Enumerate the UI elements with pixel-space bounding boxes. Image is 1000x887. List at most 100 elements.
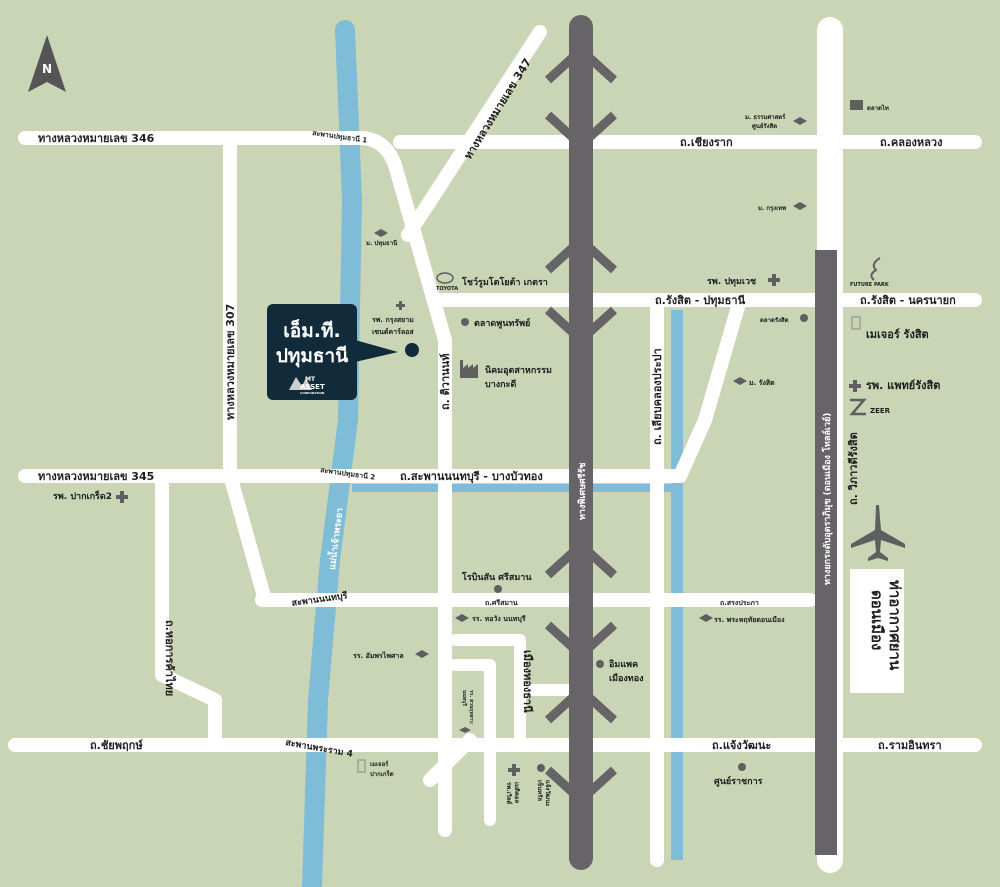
label-future-park: FUTURE PARK: [850, 282, 890, 288]
label-impact-1: อิมแพค: [608, 659, 638, 670]
label-central-2: แจ้งวัฒนะ: [544, 780, 552, 806]
label-central-1: เซ็นทรัล: [536, 780, 545, 801]
label-school-small-1: รร. สวนกุหลาบ: [468, 690, 474, 724]
poi-dot-icon: [738, 763, 746, 771]
project-location-marker: [405, 343, 419, 357]
label-pathum-univ: ม. ปทุมธานี: [366, 239, 398, 247]
market-icon: [850, 100, 863, 110]
zeer-logo-icon: [849, 398, 867, 416]
project-name-line2: ปทุมธานี: [276, 345, 348, 368]
label-toyota: โชว์รูมโตโยต้า เกตรา: [461, 276, 548, 288]
label-government: ศูนย์ราชการ: [714, 775, 763, 787]
poi-dot-icon: [800, 314, 808, 322]
graduation-cap-icon: [793, 202, 807, 210]
label-rangsit-univ: ม. รังสิต: [749, 379, 775, 387]
label-tiwanon: ถ. ติวานนท์: [439, 354, 452, 410]
label-poonsap-market: ตลาดพูนทรัพย์: [474, 317, 530, 329]
label-chiang-rak: ถ.เชียงราก: [680, 136, 733, 149]
logo-text-3: CORPORATION: [300, 391, 325, 395]
label-horwang: รร. หอวัง นนทบุรี: [472, 615, 526, 623]
label-hwy346: ทางหลวงหมายเลข 346: [38, 132, 155, 145]
label-bangkok-univ: ม. กรุงเทพ: [758, 205, 786, 212]
hospital-cross-icon: [849, 380, 861, 392]
major-cineplex-icon: [357, 759, 366, 773]
label-khlong-luang: ถ.คลองหลวง: [880, 136, 942, 149]
label-kasem-hospital-2: เซนต์คาร์ลอส: [372, 327, 414, 336]
airport-label-box: ท่าอากาศยาน ดอนเมือง: [850, 569, 904, 693]
expressways: [544, 15, 837, 870]
expressway-tollway: [815, 250, 837, 855]
graduation-cap-icon: [455, 614, 469, 622]
label-srirat-expressway: ทางพิเศษศรีรัช: [577, 462, 588, 520]
label-hwy307: ทางหลวงหมายเลข 307: [224, 304, 237, 420]
label-amporn: รร. อัมพรไพศาล: [353, 651, 404, 660]
roads: [8, 17, 982, 873]
graduation-cap-icon: [733, 377, 747, 385]
places: ม. ปทุมธานี รพ. กรุงสยาม เซนต์คาร์ลอส TO…: [53, 100, 940, 806]
road-hwy347: [401, 25, 547, 242]
label-songprapa: ถ.สรงประภา: [720, 599, 759, 607]
label-tollway: ทางยกระดับอุตราภิมุข (ดอนเมือง โทลล์เวย์…: [821, 413, 833, 585]
label-liab-khlong-prapa: ถ. เลียบคลองประปา: [651, 348, 664, 445]
road-hwy345: [18, 293, 747, 483]
label-vibhavadi: ถ. วิภาวดีรังสิต: [847, 432, 860, 505]
label-rangsit-nakhonnayok: ถ.รังสิต - นครนายก: [860, 294, 956, 307]
road-muangthong: [449, 634, 526, 751]
label-airport-1: ท่าอากาศยาน: [886, 580, 904, 671]
label-thammasat-1: ม. ธรรมศาสตร์: [745, 113, 786, 121]
label-pakkret-hospital: รพ. ปากเกร็ด2: [53, 489, 112, 502]
project-name-line1: เอ็ม.ที.: [283, 318, 340, 342]
label-school-small-2: นนทบุรี: [461, 690, 468, 706]
major-cineplex-icon: [851, 316, 861, 330]
label-kasem-hospital: รพ. กรุงสยาม: [372, 316, 414, 324]
future-park-logo-icon: [870, 257, 881, 281]
graduation-cap-icon: [459, 727, 471, 733]
hospital-cross-icon: [396, 301, 405, 310]
label-nonthaburi-bangbuathong: ถ.สะพานนนทบุรี - บางบัวทอง: [400, 470, 543, 484]
poi-dot-icon: [596, 660, 604, 668]
graduation-cap-icon: [374, 229, 388, 237]
label-muangthong: เมืองทองธานี: [521, 650, 534, 713]
label-hospital-bottom-2: เมดิคอล: [513, 782, 521, 804]
label-industrial-1: นิคมอุตสาหกรรม: [485, 365, 552, 376]
label-talad-thai: ตลาดไท: [867, 104, 889, 112]
label-airport-2: ดอนเมือง: [868, 590, 886, 650]
label-phrathai: รร. พระหฤทัยดอนเมือง: [714, 616, 785, 624]
label-major-pakkret-2: ปากเกร็ด: [370, 769, 394, 778]
label-hwy345: ทางหลวงหมายเลข 345: [38, 470, 154, 483]
graduation-cap-icon: [415, 650, 429, 658]
hospital-cross-icon: [508, 764, 520, 776]
label-major-rangsit: เมเจอร์ รังสิต: [866, 328, 929, 341]
hospital-cross-icon: [768, 274, 780, 286]
compass-label: N: [42, 62, 52, 76]
compass: N: [28, 35, 66, 92]
poi-dot-icon: [494, 585, 502, 593]
project-callout: เอ็ม.ที. ปทุมธานี MT ASSET CORPORATION: [267, 304, 419, 400]
poi-dot-icon: [461, 318, 469, 326]
north-arrow-icon: [28, 35, 66, 92]
label-thammasat-2: ศูนย์รังสิต: [752, 122, 777, 131]
mt-asset-logo-icon: [289, 377, 312, 390]
label-paet-rangsit: รพ. แพทย์รังสิต: [866, 379, 940, 392]
label-zeer: ZEER: [870, 407, 891, 415]
label-impact-2: เมืองทอง: [609, 672, 644, 684]
logo-text-2: ASSET: [300, 383, 325, 391]
label-robinson: โรบินสัน ศรีสมาน: [461, 571, 532, 583]
label-pathumvech: รพ. ปทุมเวช: [707, 276, 756, 287]
label-chaiyaphruek: ถ.ชัยพฤกษ์: [90, 739, 143, 752]
toyota-logo-icon: [436, 272, 454, 284]
graduation-cap-icon: [699, 614, 713, 622]
label-srisaman: ถ.ศรีสมาน: [485, 599, 518, 607]
road-hwy346: [18, 131, 452, 837]
label-chaengwattana: ถ.แจ้งวัฒนะ: [712, 739, 771, 752]
road-diagonal-pakkret: [423, 733, 477, 787]
logo-text-1: MT: [305, 376, 316, 383]
label-major-pakkret-1: เมเจอร์: [370, 760, 389, 768]
airplane-icon: [851, 505, 905, 561]
graduation-cap-icon: [793, 117, 807, 125]
hospital-cross-icon: [116, 491, 128, 503]
factory-icon: [460, 360, 478, 378]
label-toyota-brand: TOYOTA: [436, 286, 458, 292]
label-rangsit-pathum: ถ.รังสิต - ปทุมธานี: [655, 294, 746, 308]
